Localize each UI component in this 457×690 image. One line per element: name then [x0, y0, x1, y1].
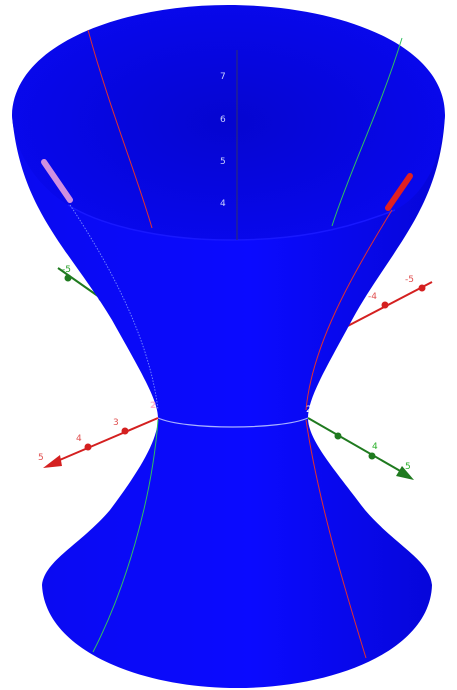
x-tick-front-5: 5	[38, 453, 44, 463]
ruling-green-back	[331, 37, 403, 227]
y-tick-front-4: 4	[372, 442, 378, 452]
z-axis: 7 6 5 4	[220, 50, 238, 240]
x-axis-front: 5 4 3	[38, 417, 159, 468]
z-tick-6: 6	[220, 115, 226, 125]
waist-label-left: 2	[150, 401, 156, 411]
y-tick-front-5: 5	[405, 462, 411, 472]
z-tick-5: 5	[220, 157, 226, 167]
hyperboloid-surface[interactable]	[12, 115, 445, 688]
rim-front-edge	[67, 204, 396, 241]
ruling-red-back	[87, 29, 153, 229]
x-tick-front-4: 4	[76, 434, 82, 444]
hyperboloid-interior	[12, 5, 445, 240]
y-tick-back-0: -5	[62, 265, 71, 275]
x-axis-back: -5 -4	[339, 275, 433, 331]
ruling-red-right-upper	[305, 209, 393, 411]
rim-stub-pink	[41, 159, 73, 203]
z-tick-7: 7	[220, 72, 226, 82]
y-axis-front: 3 4 5	[307, 417, 414, 480]
ruling-green-left-lower	[92, 419, 159, 653]
waist-label-right: 2	[306, 405, 312, 415]
y-tick-front-3: 3	[338, 422, 344, 432]
ruling-red-right-lower	[305, 419, 367, 659]
z-tick-4: 4	[220, 199, 226, 209]
ruling-green-left-upper	[69, 204, 159, 411]
x-tick-front-3: 3	[113, 418, 119, 428]
rim-stub-red	[385, 173, 413, 211]
x-tick-back-1: -4	[368, 292, 377, 302]
waist-circle	[157, 417, 309, 428]
x-tick-back-0: -5	[405, 275, 414, 285]
